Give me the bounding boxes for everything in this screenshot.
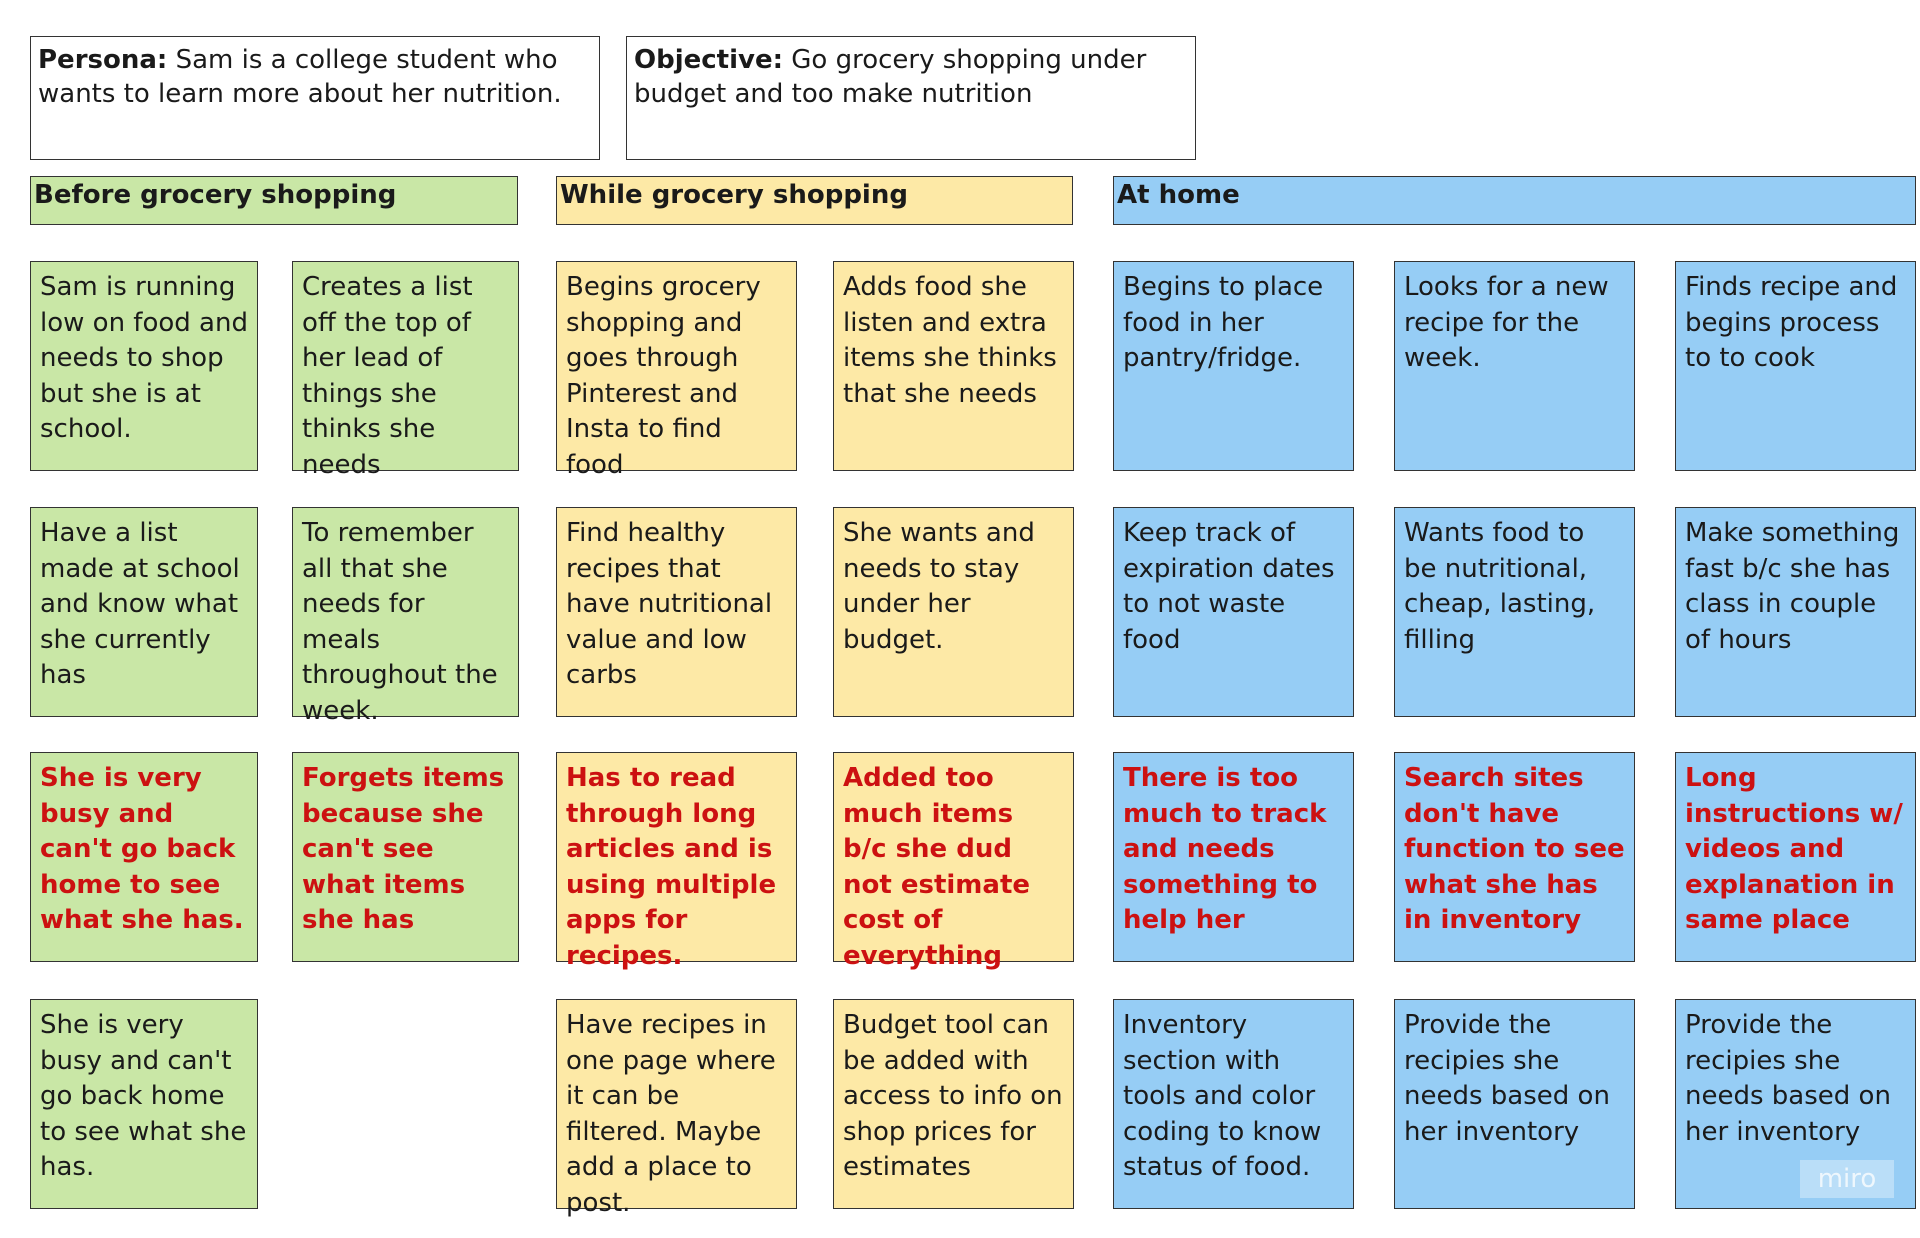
sticky-note-r1-c7: Finds recipe and begins process to to co…	[1675, 261, 1916, 471]
sticky-note-r2-c1: Have a list made at school and know what…	[30, 507, 258, 717]
sticky-note-r4-c5: Inventory section with tools and color c…	[1113, 999, 1354, 1209]
sticky-note-r1-c4: Adds food she listen and extra items she…	[833, 261, 1074, 471]
phase-header-while: While grocery shopping	[556, 176, 1073, 225]
pain-point-r3-c6: Search sites don't have function to see …	[1394, 752, 1635, 962]
persona-text: Sam is a college student who wants to le…	[38, 45, 562, 109]
sticky-note-r4-c4: Budget tool can be added with access to …	[833, 999, 1074, 1209]
sticky-note-r1-c2: Creates a list off the top of her lead o…	[292, 261, 519, 480]
objective-text: Go grocery shopping under budget and too…	[634, 45, 1147, 109]
sticky-note-r2-c3: Find healthy recipes that have nutrition…	[556, 507, 797, 717]
pain-point-r3-c1: She is very busy and can't go back home …	[30, 752, 258, 962]
persona-label: Persona:	[38, 45, 168, 75]
sticky-note-r1-c5: Begins to place food in her pantry/fridg…	[1113, 261, 1354, 471]
pain-point-r3-c5: There is too much to track and needs som…	[1113, 752, 1354, 962]
sticky-note-r2-c7: Make something fast b/c she has class in…	[1675, 507, 1916, 717]
sticky-note-r4-c3: Have recipes in one page where it can be…	[556, 999, 797, 1218]
sticky-note-r4-c7: Provide the recipies she needs based on …	[1675, 999, 1916, 1209]
sticky-note-r1-c3: Begins grocery shopping and goes through…	[556, 261, 797, 480]
pain-point-r3-c3: Has to read through long articles and is…	[556, 752, 797, 971]
sticky-note-r2-c4: She wants and needs to stay under her bu…	[833, 507, 1074, 717]
sticky-note-r4-c6: Provide the recipies she needs based on …	[1394, 999, 1635, 1209]
pain-point-r3-c7: Long instructions w/ videos and explanat…	[1675, 752, 1916, 962]
pain-point-r3-c4: Added too much items b/c she dud not est…	[833, 752, 1074, 971]
sticky-note-r2-c5: Keep track of expiration dates to not wa…	[1113, 507, 1354, 717]
sticky-note-r2-c6: Wants food to be nutritional, cheap, las…	[1394, 507, 1635, 717]
sticky-note-r2-c2: To remember all that she needs for meals…	[292, 507, 519, 726]
sticky-note-r1-c6: Looks for a new recipe for the week.	[1394, 261, 1635, 471]
persona-box: Persona: Sam is a college student who wa…	[30, 36, 600, 160]
pain-point-r3-c2: Forgets items because she can't see what…	[292, 752, 519, 962]
objective-box: Objective: Go grocery shopping under bud…	[626, 36, 1196, 160]
phase-header-home: At home	[1113, 176, 1916, 225]
objective-label: Objective:	[634, 45, 783, 75]
miro-watermark: miro	[1800, 1160, 1894, 1198]
phase-header-before: Before grocery shopping	[30, 176, 518, 225]
sticky-note-r1-c1: Sam is running low on food and needs to …	[30, 261, 258, 471]
sticky-note-r4-c1: She is very busy and can't go back home …	[30, 999, 258, 1209]
